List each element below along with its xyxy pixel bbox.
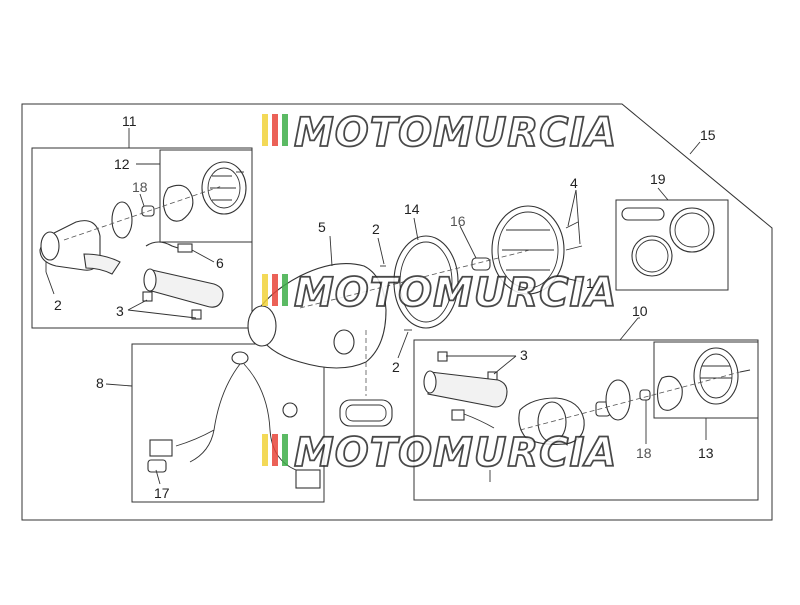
harness-plug	[295, 469, 321, 489]
callout-2-left: 2	[54, 297, 62, 313]
callout-5: 5	[318, 219, 326, 235]
left-indicator-assembly	[39, 161, 247, 320]
kit-ring	[631, 235, 673, 277]
left-stem-nut	[191, 309, 202, 320]
left-indicator-housing-mouth	[40, 231, 60, 261]
headlight-body-neck	[247, 305, 277, 347]
headlight-rim-inner	[399, 241, 453, 323]
right-stem-nut	[437, 351, 448, 362]
harness-grommet	[231, 351, 249, 365]
callout-18-left: 18	[132, 179, 148, 195]
headlight-bulb	[471, 257, 491, 271]
watermark-brand: MOTOMURCIA	[294, 430, 617, 476]
screw-4	[565, 221, 579, 229]
callout-labels: 11 12 18 2 6 3 5 2 14 16 4 1 15 19 2 8 1…	[54, 113, 716, 501]
right-indicator-stem	[427, 371, 508, 408]
callout-16: 16	[450, 213, 466, 229]
callout-18-right: 18	[636, 445, 652, 461]
headlight-gasket	[339, 399, 393, 427]
harness-connector	[149, 439, 173, 457]
right-stem-end	[423, 370, 437, 394]
callout-2-bottom: 2	[392, 359, 400, 375]
right-reflector-disc	[605, 379, 631, 421]
harness-wire	[189, 363, 241, 463]
callout-11: 11	[122, 113, 137, 129]
right-bulb	[639, 389, 651, 401]
callout-3-right: 3	[520, 347, 528, 363]
assembly-box-12	[159, 149, 253, 243]
assembly-box-8	[131, 343, 325, 503]
callout-1: 1	[586, 275, 594, 291]
callout-8: 8	[96, 375, 104, 391]
harness-bulb	[147, 459, 167, 473]
kit-gasket	[621, 207, 665, 221]
harness-wire	[175, 429, 215, 447]
right-indicator-assembly	[423, 347, 751, 482]
headlight-lens-inner	[497, 211, 559, 289]
callout-13: 13	[698, 445, 714, 461]
callout-17: 17	[154, 485, 170, 501]
callout-12: 12	[114, 156, 130, 172]
callout-4: 4	[570, 175, 578, 191]
watermark-top: MOTOMURCIA	[262, 109, 617, 157]
right-bulb-holder	[656, 375, 683, 411]
watermark-stripe	[272, 274, 278, 306]
right-lens-screw	[739, 369, 751, 373]
watermark-brand: MOTOMURCIA	[294, 270, 617, 316]
callout-2-top: 2	[372, 221, 380, 237]
right-lens	[693, 347, 739, 405]
left-bulb-holder	[162, 184, 194, 222]
callout-6: 6	[216, 255, 224, 271]
right-wire	[463, 413, 495, 429]
right-indicator-mouth	[537, 401, 567, 443]
headlight-housing-assembly	[247, 205, 583, 427]
left-stem-nut	[142, 291, 153, 302]
leader-lines	[45, 128, 707, 485]
watermark-stripe	[262, 114, 268, 146]
screw-4	[565, 245, 583, 251]
left-axis-line	[63, 185, 223, 241]
left-indicator-stem	[147, 269, 224, 308]
callout-14: 14	[404, 201, 420, 217]
harness-clip	[282, 402, 298, 418]
outer-frame	[21, 103, 773, 521]
headlight-gasket-inner	[345, 404, 387, 422]
watermark-stripe	[282, 274, 288, 306]
left-wire-connector	[145, 241, 179, 249]
watermark-brand: MOTOMURCIA	[294, 110, 617, 156]
kit-ring-inner	[635, 239, 669, 273]
left-reflector-disc	[111, 201, 133, 239]
left-lens-inner	[207, 167, 241, 209]
callout-10: 10	[632, 303, 648, 319]
watermark-stripe	[282, 434, 288, 466]
left-indicator-arm	[83, 253, 121, 275]
watermark-middle: MOTOMURCIA	[262, 269, 617, 317]
right-wire-plug	[451, 409, 465, 421]
watermark-stripe	[262, 434, 268, 466]
callout-19: 19	[650, 171, 666, 187]
headlight-body-mount	[333, 329, 355, 355]
kit-lens	[669, 207, 715, 253]
watermark-stripe	[272, 114, 278, 146]
left-stem-end	[143, 268, 157, 292]
watermark-stripe	[262, 274, 268, 306]
lens-kit-assembly	[621, 207, 715, 277]
watermark-bottom: MOTOMURCIA	[262, 429, 617, 477]
assembly-box-10	[413, 339, 759, 501]
watermark-stripe	[272, 434, 278, 466]
left-wire-plug	[177, 243, 193, 253]
callout-3-left: 3	[116, 303, 124, 319]
right-lens-inner	[699, 353, 733, 399]
right-axis-line	[519, 371, 741, 431]
callout-15: 15	[700, 127, 716, 143]
headlight-rim	[393, 235, 459, 329]
assembly-box-19	[615, 199, 729, 291]
watermark-stripe	[282, 114, 288, 146]
kit-lens-inner	[674, 212, 710, 248]
